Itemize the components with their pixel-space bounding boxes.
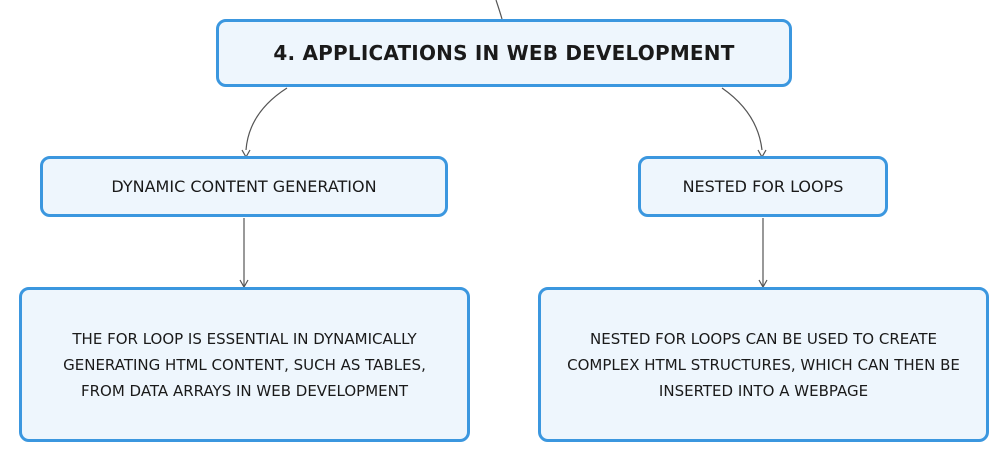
dynamic-content-generation-node[interactable]: DYNAMIC CONTENT GENERATION	[40, 156, 448, 217]
nested-for-loops-title: NESTED FOR LOOPS	[682, 177, 844, 196]
root-node[interactable]: 4. APPLICATIONS IN WEB DEVELOPMENT	[216, 19, 792, 87]
root-node-title: 4. APPLICATIONS IN WEB DEVELOPMENT	[273, 41, 735, 65]
nested-for-loops-detail-node[interactable]: NESTED FOR LOOPS CAN BE USED TO CREATE C…	[538, 287, 989, 442]
dynamic-content-generation-detail-text: THE FOR LOOP IS ESSENTIAL IN DYNAMICALLY…	[63, 329, 426, 400]
nested-for-loops-node[interactable]: NESTED FOR LOOPS	[638, 156, 888, 217]
connector-root-to-dynamic-content	[245, 87, 288, 151]
nested-for-loops-detail-text: NESTED FOR LOOPS CAN BE USED TO CREATE C…	[567, 329, 960, 400]
connector-root-to-nested-loops	[721, 87, 763, 151]
connector-parent-to-root	[495, 0, 503, 20]
dynamic-content-generation-title: DYNAMIC CONTENT GENERATION	[111, 177, 377, 196]
dynamic-content-generation-detail-node[interactable]: THE FOR LOOP IS ESSENTIAL IN DYNAMICALLY…	[19, 287, 470, 442]
